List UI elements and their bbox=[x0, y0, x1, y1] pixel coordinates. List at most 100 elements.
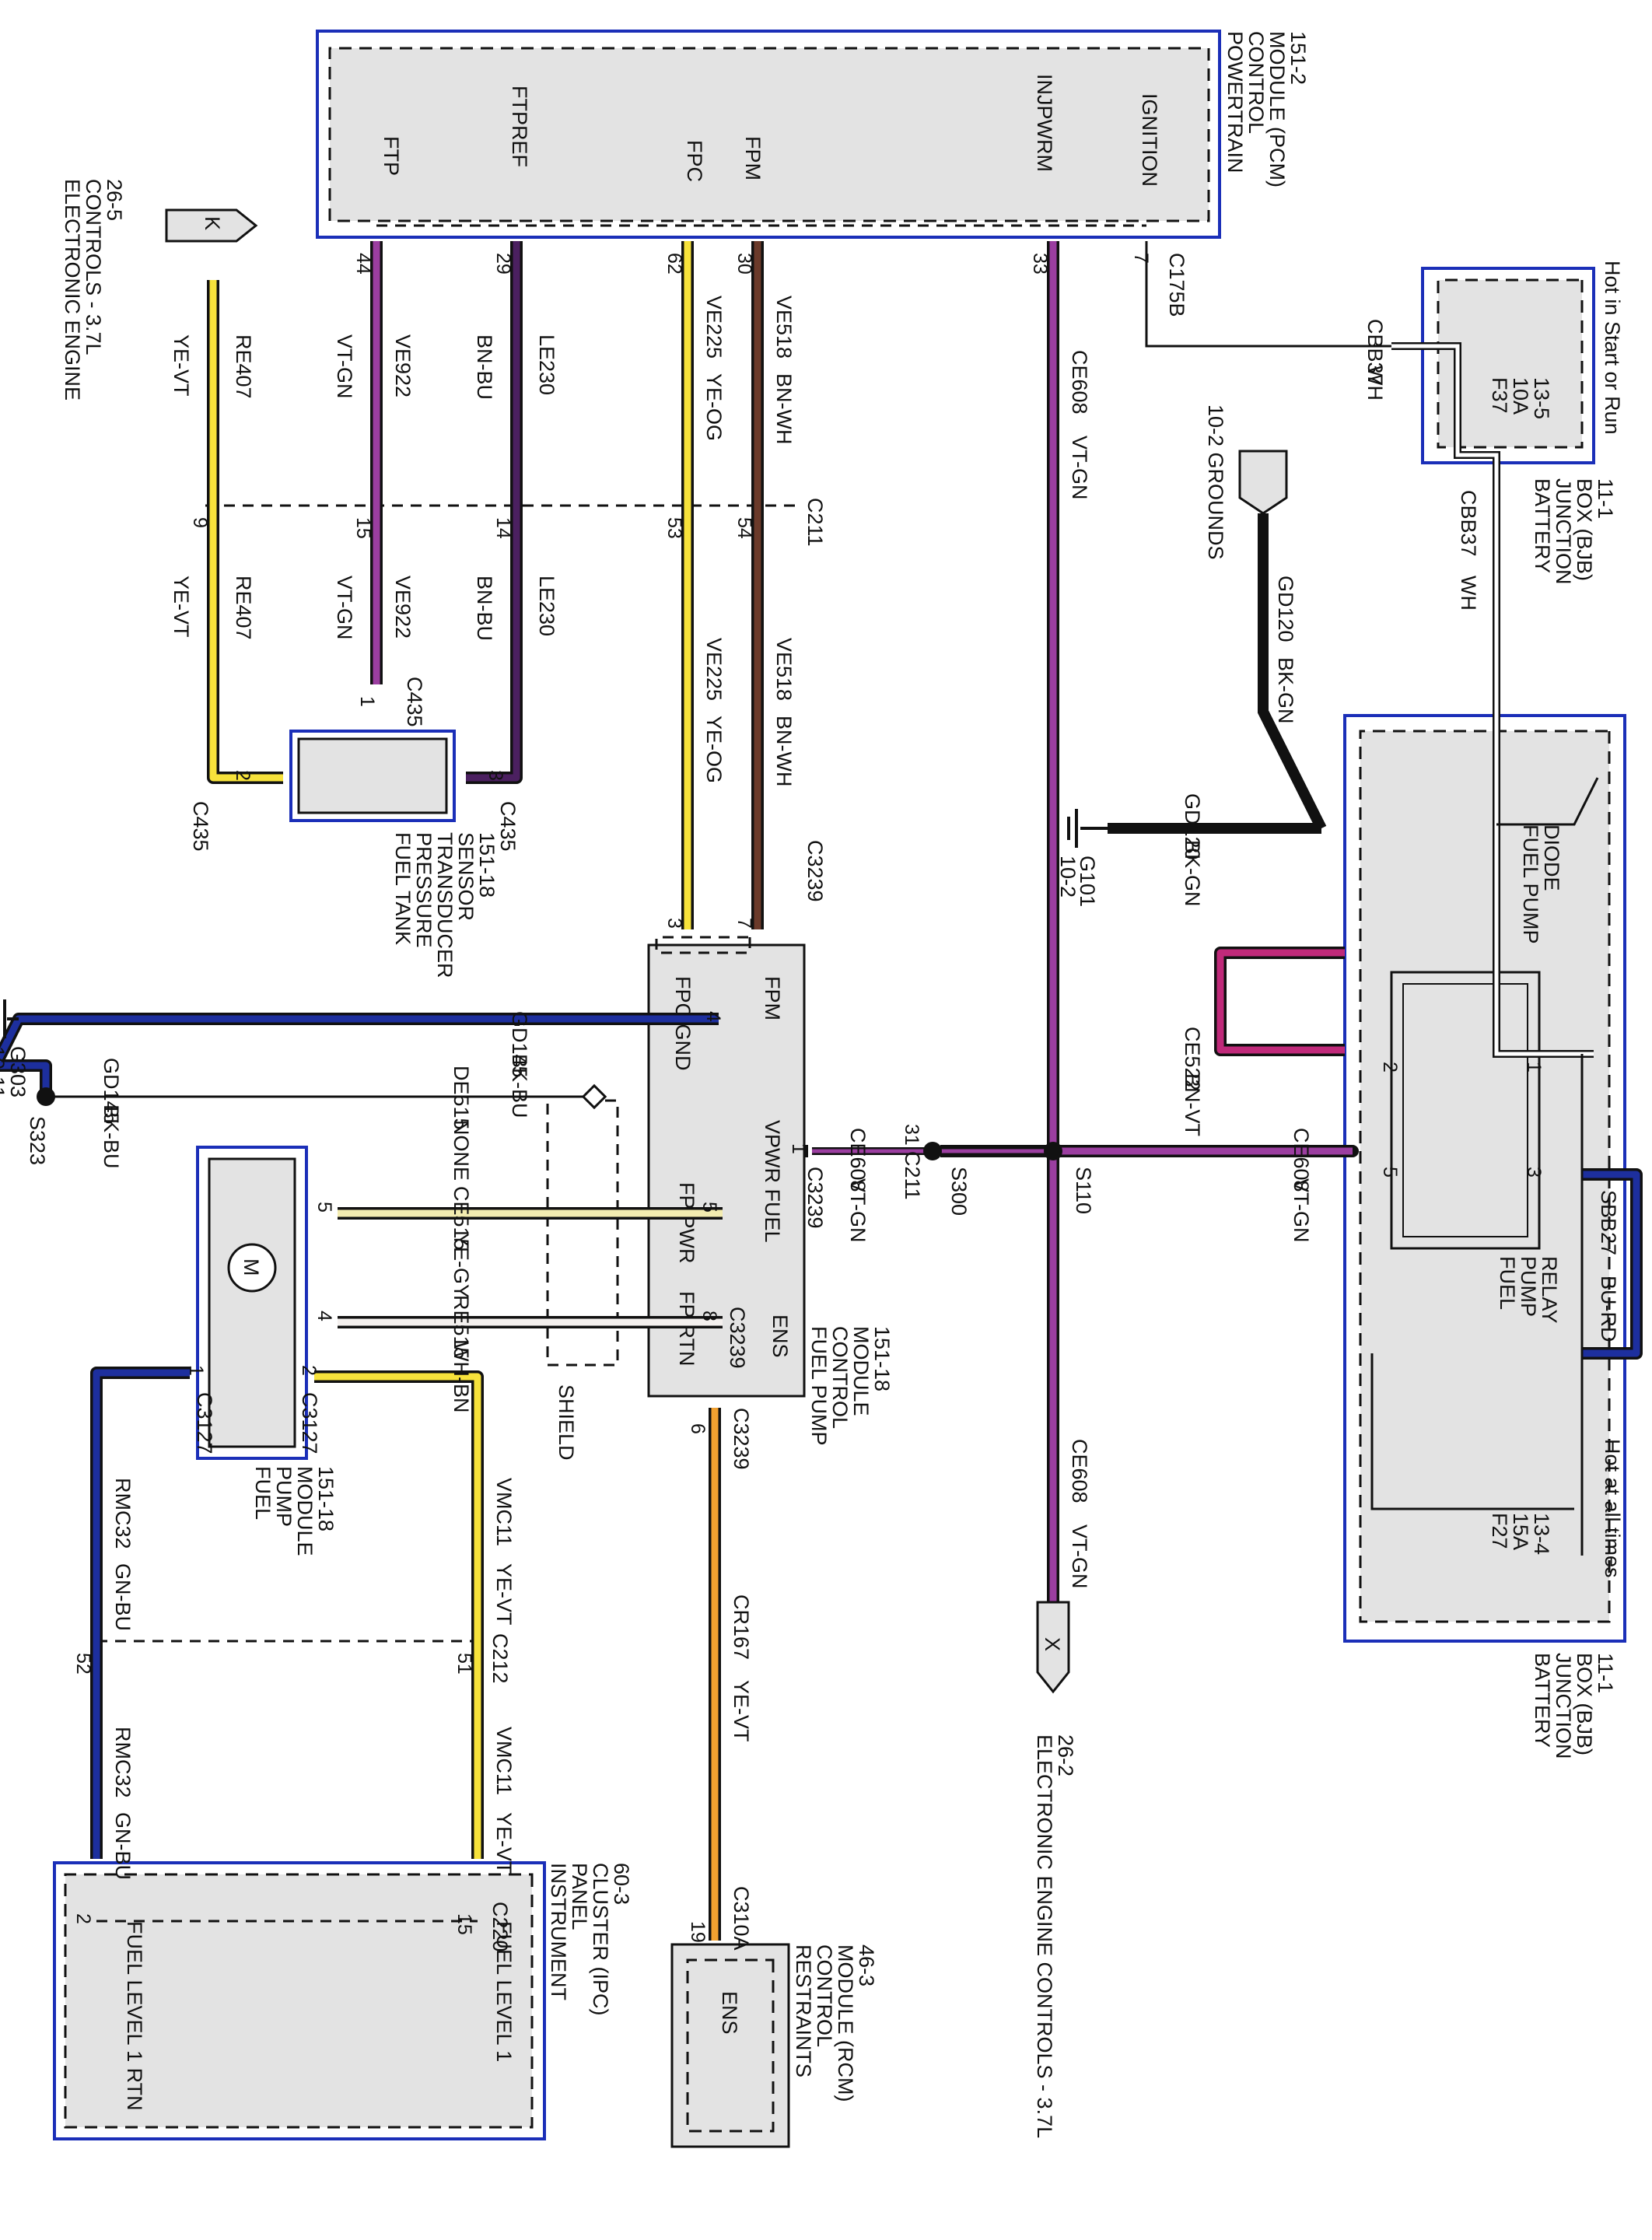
svg-text:15: 15 bbox=[453, 1913, 475, 1935]
pcm-pin-label: FPC bbox=[683, 140, 706, 182]
ipc-inner bbox=[64, 1873, 534, 2129]
rcm-inner bbox=[686, 1958, 775, 2133]
wire-circuit: RE407 bbox=[232, 576, 255, 640]
wire-circuit: CR167 bbox=[730, 1594, 753, 1660]
fuel-pump-relay-inner bbox=[1402, 983, 1528, 1237]
bjb-top-inner bbox=[1437, 278, 1584, 449]
fuel-pump-motor-icon bbox=[227, 1243, 277, 1293]
wire-circuit: LE230 bbox=[535, 334, 558, 395]
wire-circuit: CE608 bbox=[1068, 1439, 1091, 1503]
fpcm-pin-label: FPM bbox=[761, 976, 784, 1020]
wire-circuit: RE407 bbox=[232, 334, 255, 399]
wire-color: YE-OG bbox=[702, 716, 726, 783]
connector-grounds: 10-2 GROUNDS bbox=[1204, 404, 1288, 560]
svg-text:G101 10-2: G101 10-2 bbox=[1056, 856, 1099, 913]
svg-text:4: 4 bbox=[702, 1011, 724, 1022]
connector-name: C3239 bbox=[803, 840, 827, 902]
svg-text:14: 14 bbox=[492, 517, 514, 539]
fuel-pump-relay-label: FUEL PUMP RELAY bbox=[1496, 1256, 1561, 1324]
bjb-top-outer bbox=[1421, 267, 1595, 464]
wire-color: BN-WH bbox=[772, 373, 796, 444]
wire-color: WH-BN bbox=[450, 1342, 473, 1412]
wire-circuit: LE230 bbox=[535, 576, 558, 636]
wire-color: VT-GN bbox=[333, 334, 356, 399]
fuel-pump-diode-label: FUEL PUMP DIODE bbox=[1519, 824, 1563, 950]
fuel-pump-module: M FUEL PUMP MODULE 151-18 bbox=[196, 1146, 338, 1556]
svg-text:29: 29 bbox=[492, 253, 514, 275]
pcm-inner bbox=[328, 47, 1210, 222]
wire-color: YE-VT bbox=[492, 1812, 516, 1874]
wire-color: BK-BU bbox=[508, 1054, 531, 1118]
ftp-sensor-title: FUEL TANK PRESSURE TRANSDUCER SENSOR 151… bbox=[391, 832, 499, 984]
pcm-pin-label: FPM bbox=[741, 136, 765, 180]
svg-text:30: 30 bbox=[733, 253, 755, 275]
bjb-main-title: BATTERY JUNCTION BOX (BJB) 11-1 bbox=[1531, 1653, 1617, 1765]
wire-circuit: CE515 bbox=[450, 1186, 473, 1251]
svg-text:19: 19 bbox=[687, 1921, 709, 1943]
bjb-top-module: Hot in Start or Run BATTERY JUNCTION BOX… bbox=[1421, 261, 1624, 585]
svg-text:44: 44 bbox=[352, 253, 374, 275]
wire-circuit: GD145 bbox=[508, 1011, 531, 1078]
fpcm-title: FUEL PUMP CONTROL MODULE 151-18 bbox=[807, 1326, 894, 1451]
connector-k: K ELECTRONIC ENGINE CONTROLS - 3.7L 26-5 bbox=[61, 179, 258, 407]
ipc-pin-label: FUEL LEVEL 1 RTN bbox=[123, 1921, 146, 2111]
ipc-pin-label: FUEL LEVEL 1 bbox=[492, 1921, 516, 2062]
wire-circuit: VMC11 bbox=[492, 1478, 516, 1546]
connector-name: C435 bbox=[189, 801, 212, 852]
fuel-pump-module-inner bbox=[208, 1157, 296, 1448]
wire-circuit: CE608 bbox=[846, 1128, 870, 1192]
connector-name: C212 bbox=[488, 1633, 512, 1684]
bjb-top-note: Hot in Start or Run bbox=[1601, 261, 1624, 435]
wire-color: BU-RD bbox=[1597, 1276, 1620, 1342]
wire-circuit: VE922 bbox=[391, 576, 415, 639]
connector-name: C211 bbox=[901, 1151, 924, 1200]
connector-name: C3239 bbox=[803, 1167, 827, 1229]
pcm-module: FTP FTPREF FPC FPM INJPWRM IGNITION POWE… bbox=[316, 30, 1310, 239]
connector-name: C3127 bbox=[298, 1392, 321, 1454]
wire-color: YE-VT bbox=[170, 334, 193, 397]
wire-color: VT-GN bbox=[1068, 436, 1091, 500]
svg-text:54: 54 bbox=[733, 517, 755, 539]
connector-name: C3239 bbox=[726, 1307, 749, 1369]
svg-text:4: 4 bbox=[313, 1311, 335, 1321]
wire-gd145 bbox=[0, 1013, 719, 1097]
wire-color: VT-GN bbox=[333, 576, 356, 640]
svg-text:5: 5 bbox=[698, 1202, 720, 1213]
k-ref: ELECTRONIC ENGINE CONTROLS - 3.7L 26-5 bbox=[61, 179, 126, 407]
wire-color: NONE bbox=[450, 1120, 473, 1181]
svg-text:53: 53 bbox=[663, 517, 685, 539]
wire-circuit: VE518 bbox=[772, 638, 796, 701]
wire-circuit: GD120 bbox=[1181, 793, 1204, 860]
rcm-title: RESTRAINTS CONTROL MODULE (RCM) 46-3 bbox=[792, 1944, 878, 2108]
svg-text:62: 62 bbox=[663, 253, 685, 275]
wire-circuit: VE225 bbox=[702, 296, 726, 359]
wire-ce522 bbox=[1214, 947, 1345, 1056]
wire-circuit: CE608 bbox=[1068, 350, 1091, 415]
svg-text:52: 52 bbox=[72, 1653, 94, 1675]
splice-s300 bbox=[923, 1142, 942, 1160]
ftp-sensor: FUEL TANK PRESSURE TRANSDUCER SENSOR 151… bbox=[289, 730, 499, 984]
ipc-title: INSTRUMENT PANEL CLUSTER (IPC) 60-3 bbox=[547, 1863, 633, 2021]
svg-text:6: 6 bbox=[687, 1423, 709, 1434]
wire-labels: RE407 YE-VT RE407 YE-VT VE922 VT-GN VE92… bbox=[100, 296, 1620, 1880]
pcm-pin-label: INJPWRM bbox=[1033, 74, 1056, 172]
wire-circuit: RMC32 bbox=[111, 1478, 135, 1549]
wire-circuit: RE515 bbox=[450, 1295, 473, 1360]
fpcm-pin-label: FP RTN bbox=[675, 1291, 698, 1367]
wire-circuit: GD145 bbox=[100, 1058, 123, 1125]
svg-text:2: 2 bbox=[1379, 1062, 1401, 1073]
svg-text:1: 1 bbox=[185, 1365, 207, 1376]
wire-le230 bbox=[466, 241, 523, 784]
wire-circuit: CBB37 bbox=[1363, 319, 1387, 386]
wire-circuit: VMC11 bbox=[492, 1727, 516, 1795]
wire-vmc11 bbox=[314, 1370, 484, 1859]
svg-text:X: X bbox=[1041, 1637, 1064, 1651]
svg-text:2: 2 bbox=[232, 770, 254, 781]
pcm-pin-label: FTPREF bbox=[508, 86, 531, 167]
connector-name: C310A bbox=[730, 1886, 753, 1951]
svg-text:8: 8 bbox=[698, 1311, 720, 1321]
svg-text:3: 3 bbox=[485, 770, 506, 781]
ftp-sensor-inner bbox=[297, 737, 448, 814]
wire-circuit: CE522 bbox=[1181, 1027, 1204, 1091]
connector-x: X ELECTRONIC ENGINE CONTROLS - 3.7L 26-2 bbox=[1033, 1601, 1077, 2138]
